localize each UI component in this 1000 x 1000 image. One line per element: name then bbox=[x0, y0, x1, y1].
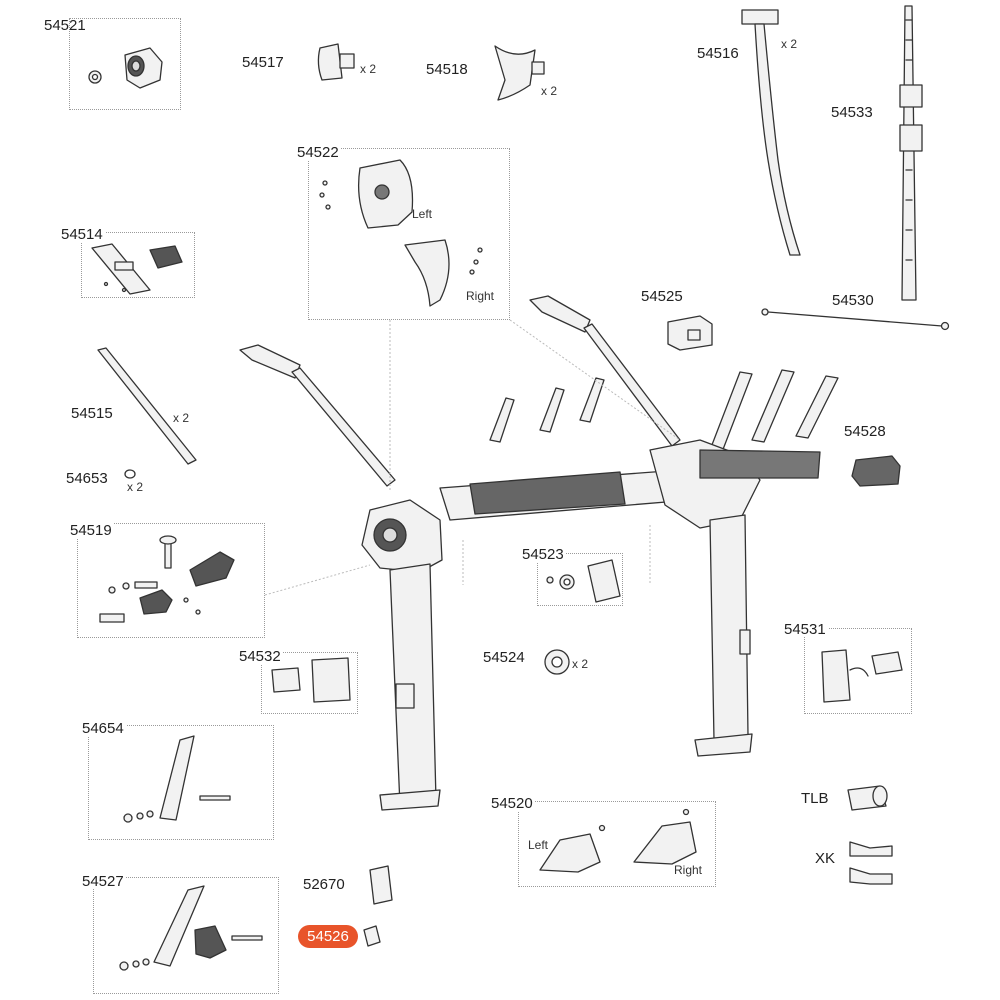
group-box-54514 bbox=[81, 232, 195, 298]
group-box-54521 bbox=[69, 18, 181, 110]
highlighted-part-label-54526[interactable]: 54526 bbox=[298, 925, 358, 948]
part-label-52670: 52670 bbox=[303, 876, 345, 893]
bracket-part-54514 bbox=[91, 243, 183, 295]
sublabel-right-54522: Right bbox=[466, 289, 495, 303]
part-label-54532: 54532 bbox=[237, 648, 283, 665]
lock-cylinder-part-tlb bbox=[847, 785, 888, 811]
quantity-54653: x 2 bbox=[127, 480, 144, 494]
part-label-xk: XK bbox=[815, 850, 836, 867]
part-label-54522: 54522 bbox=[295, 144, 341, 161]
clip-part-54525 bbox=[667, 315, 713, 351]
latch-parts-54531 bbox=[821, 649, 903, 703]
quantity-54516: x 2 bbox=[781, 37, 798, 51]
group-box-54527 bbox=[93, 877, 279, 994]
cap-part-54526 bbox=[363, 925, 381, 947]
group-box-54532 bbox=[261, 652, 358, 714]
sublabel-left-54522: Left bbox=[412, 207, 433, 221]
cradle-cap-part-54518 bbox=[494, 45, 545, 101]
quantity-54518: x 2 bbox=[541, 84, 558, 98]
latch-parts-54532 bbox=[271, 657, 351, 703]
strap-part-54516 bbox=[741, 9, 801, 256]
part-label-54520: 54520 bbox=[489, 795, 535, 812]
o-ring-part-54653 bbox=[124, 469, 136, 479]
part-label-54516: 54516 bbox=[697, 45, 739, 62]
group-box-54522 bbox=[308, 148, 510, 320]
end-cap-part-54517 bbox=[317, 43, 355, 81]
strap-parts-54654 bbox=[123, 735, 231, 823]
part-label-54519: 54519 bbox=[68, 522, 114, 539]
part-label-54527: 54527 bbox=[80, 873, 126, 890]
foot-parts-54520 bbox=[539, 808, 697, 873]
group-box-54519 bbox=[77, 523, 265, 638]
cable-part-54530 bbox=[761, 308, 950, 331]
part-label-54525: 54525 bbox=[641, 288, 683, 305]
group-box-54523 bbox=[537, 553, 623, 606]
quantity-54515: x 2 bbox=[173, 411, 190, 425]
tube-part-54515 bbox=[97, 347, 197, 465]
cradle-part-54528 bbox=[851, 455, 901, 487]
strap-parts-54527 bbox=[119, 885, 263, 971]
part-label-54517: 54517 bbox=[242, 54, 284, 71]
part-label-54653: 54653 bbox=[66, 470, 108, 487]
group-box-54654 bbox=[88, 725, 274, 840]
hub-parts-54519 bbox=[99, 535, 235, 623]
rack-main-assembly bbox=[239, 295, 839, 811]
quantity-54524: x 2 bbox=[572, 657, 589, 671]
part-label-54531: 54531 bbox=[782, 621, 828, 638]
hub-parts-54523 bbox=[546, 559, 621, 603]
ratchet-strap-part-54533 bbox=[899, 5, 923, 301]
part-label-54533: 54533 bbox=[831, 104, 873, 121]
part-label-54528: 54528 bbox=[844, 423, 886, 440]
key-parts-xk bbox=[849, 841, 893, 885]
gear-part-54524 bbox=[544, 649, 570, 675]
spacer-part-52670 bbox=[369, 865, 393, 905]
group-box-54520 bbox=[518, 801, 716, 887]
part-label-54654: 54654 bbox=[80, 720, 126, 737]
sublabel-right-54520: Right bbox=[674, 863, 703, 877]
quantity-54517: x 2 bbox=[360, 62, 377, 76]
part-label-54524: 54524 bbox=[483, 649, 525, 666]
arm-cover-part-54522 bbox=[319, 159, 483, 307]
part-label-54515: 54515 bbox=[71, 405, 113, 422]
sublabel-left-54520: Left bbox=[528, 838, 549, 852]
part-label-tlb: TLB bbox=[801, 790, 829, 807]
part-label-54514: 54514 bbox=[59, 226, 105, 243]
group-box-54531 bbox=[804, 628, 912, 714]
part-label-54523: 54523 bbox=[520, 546, 566, 563]
part-label-54518: 54518 bbox=[426, 61, 468, 78]
knob-part-54521 bbox=[88, 47, 163, 89]
part-label-54530: 54530 bbox=[832, 292, 874, 309]
part-label-54521: 54521 bbox=[44, 17, 86, 34]
